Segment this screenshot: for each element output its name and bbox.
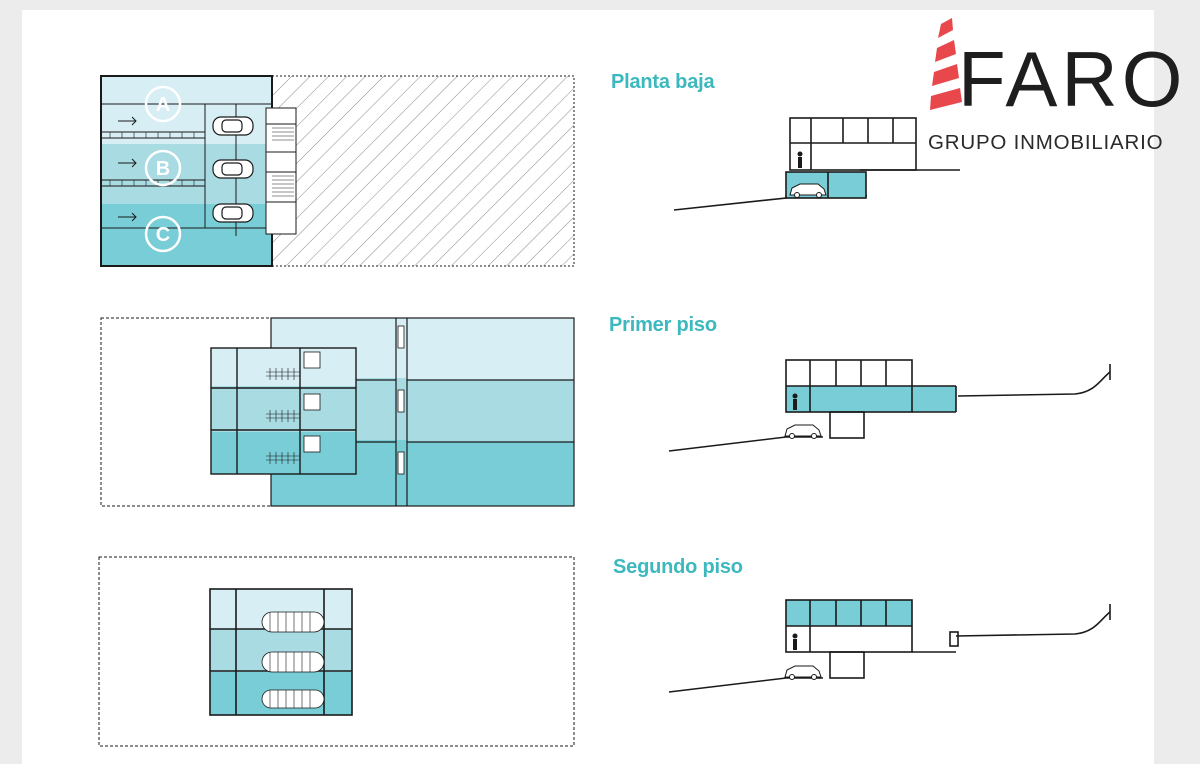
unit-badge-b: B bbox=[144, 149, 182, 187]
arrow-right-icon bbox=[118, 116, 137, 126]
car-icon bbox=[212, 116, 254, 136]
svg-text:A: A bbox=[156, 94, 170, 116]
first-floor-section bbox=[668, 359, 1111, 452]
arrow-right-icon bbox=[118, 158, 137, 168]
svg-text:C: C bbox=[156, 224, 170, 246]
car-icon bbox=[789, 183, 827, 198]
car-icon bbox=[212, 203, 254, 223]
second-floor-section bbox=[668, 599, 1111, 693]
car-icon bbox=[784, 665, 822, 680]
car-icon bbox=[784, 424, 822, 439]
first-floor-plan bbox=[100, 317, 575, 507]
second-floor-plan bbox=[98, 556, 575, 747]
ground-floor-plan: A B C bbox=[100, 75, 575, 267]
person-icon bbox=[792, 633, 798, 650]
svg-text:B: B bbox=[156, 158, 170, 180]
ground-floor-section bbox=[673, 117, 960, 211]
brand-name: FARO bbox=[958, 35, 1187, 123]
unit-badge-c: C bbox=[144, 215, 182, 253]
unit-badge-a: A bbox=[144, 85, 182, 123]
floor-label-ground: Planta baja bbox=[611, 71, 715, 93]
person-icon bbox=[797, 151, 803, 168]
person-icon bbox=[792, 393, 798, 410]
floor-label-first: Primer piso bbox=[609, 314, 717, 336]
brand-subtitle: GRUPO INMOBILIARIO bbox=[928, 131, 1164, 154]
brand-logo: FARO GRUPO INMOBILIARIO bbox=[928, 14, 1182, 164]
hatched-lot-area bbox=[271, 75, 575, 267]
lot-boundary bbox=[98, 556, 575, 747]
car-icon bbox=[212, 159, 254, 179]
arrow-right-icon bbox=[118, 212, 137, 222]
floor-label-second: Segundo piso bbox=[613, 556, 743, 578]
lighthouse-icon bbox=[930, 14, 964, 112]
